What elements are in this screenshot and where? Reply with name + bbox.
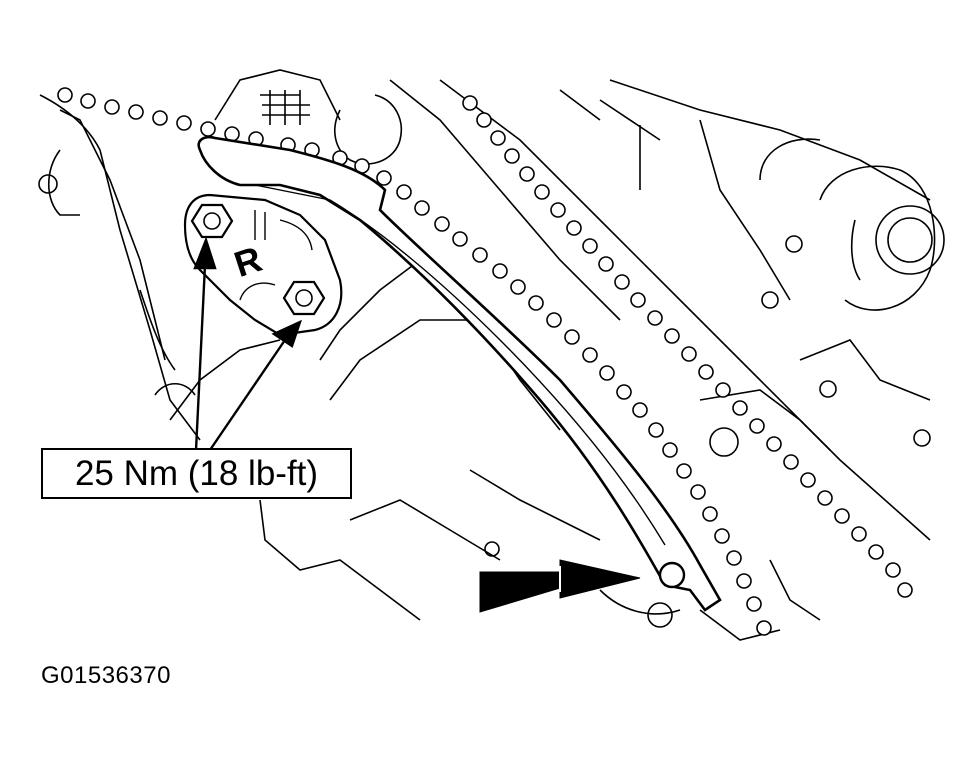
- tensioner-bolt-upper: [190, 203, 234, 239]
- torque-leader-arrows: [193, 236, 303, 451]
- engine-block-outline: [38, 69, 945, 641]
- tensioner-bolt-lower: [282, 280, 326, 316]
- pivot-bolt: [658, 561, 686, 589]
- figure-id: G01536370: [41, 662, 171, 689]
- tensioner-arm-edge: [254, 184, 666, 546]
- timing-chain: [57, 87, 913, 636]
- torque-callout: 25 Nm (18 lb-ft): [41, 448, 352, 499]
